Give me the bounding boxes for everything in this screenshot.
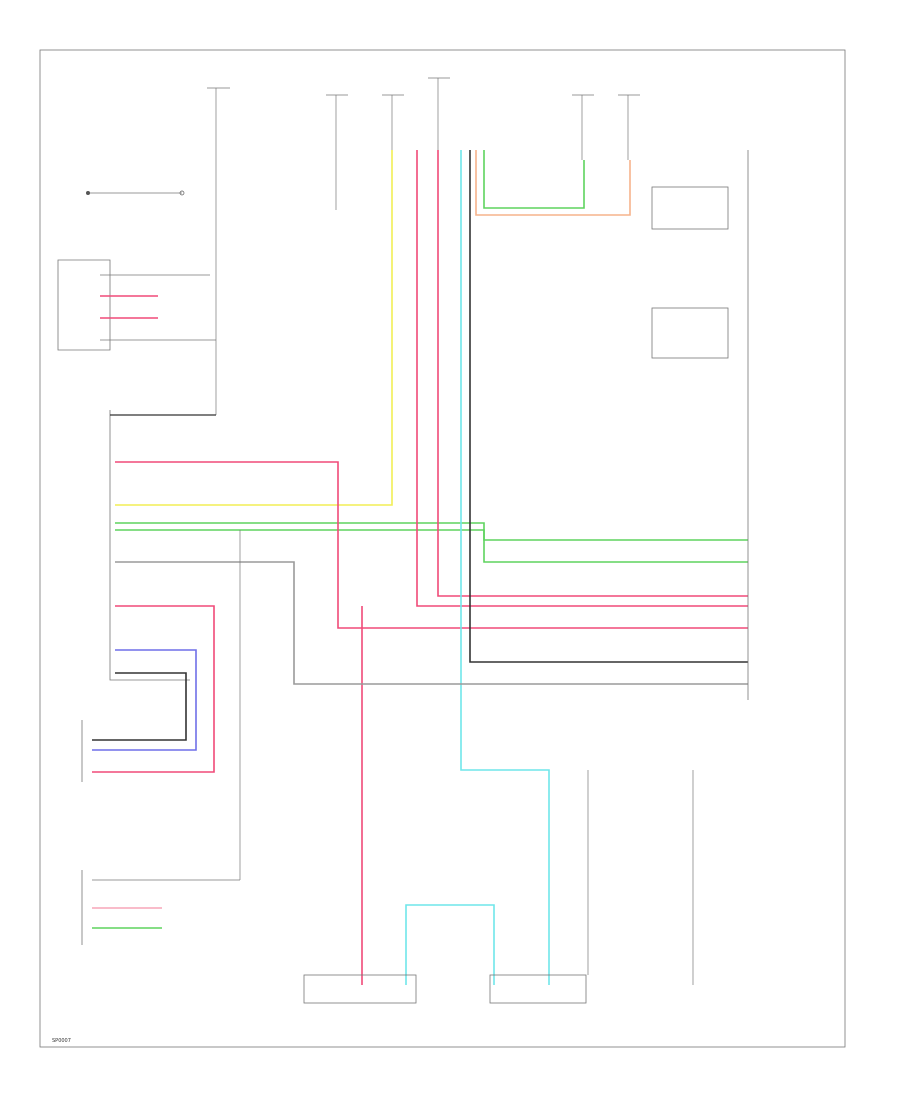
wire-red-2: [416, 150, 748, 607]
wire-black: [469, 150, 748, 663]
wire-cyan: [460, 150, 550, 985]
top-left-ground: [86, 190, 185, 196]
wire-blue: [92, 649, 197, 751]
diagram-frame: [39, 49, 846, 1048]
module-box-1: [57, 259, 111, 351]
wire-orange-top: [475, 150, 631, 216]
footer-code: SP0007: [52, 1038, 71, 1044]
wire-red-3: [437, 150, 748, 597]
left-modules: [57, 259, 216, 945]
wire-green-branch: [115, 529, 748, 563]
bottom-connector-1: [303, 974, 417, 1004]
bottom-connector-2: [489, 974, 587, 1004]
wire-red-1: [115, 461, 748, 629]
right-subblock-1: [651, 186, 729, 230]
wire-cyan-2: [405, 904, 495, 985]
wire-green-main: [115, 522, 748, 541]
wire-gray: [115, 561, 748, 685]
top-feeds: [207, 77, 640, 415]
wire-green-top: [483, 150, 585, 209]
wire-red-4: [92, 605, 215, 773]
right-subblock-2: [651, 307, 729, 359]
module-box-main: [109, 410, 190, 681]
right-module: [651, 150, 749, 700]
ground-terminal: [179, 190, 185, 196]
colored-wires: [92, 150, 748, 985]
ground-dot: [86, 191, 90, 195]
wire-black-2: [92, 672, 187, 741]
wire-yellow: [115, 150, 393, 506]
bottom-connectors: [92, 530, 694, 1004]
